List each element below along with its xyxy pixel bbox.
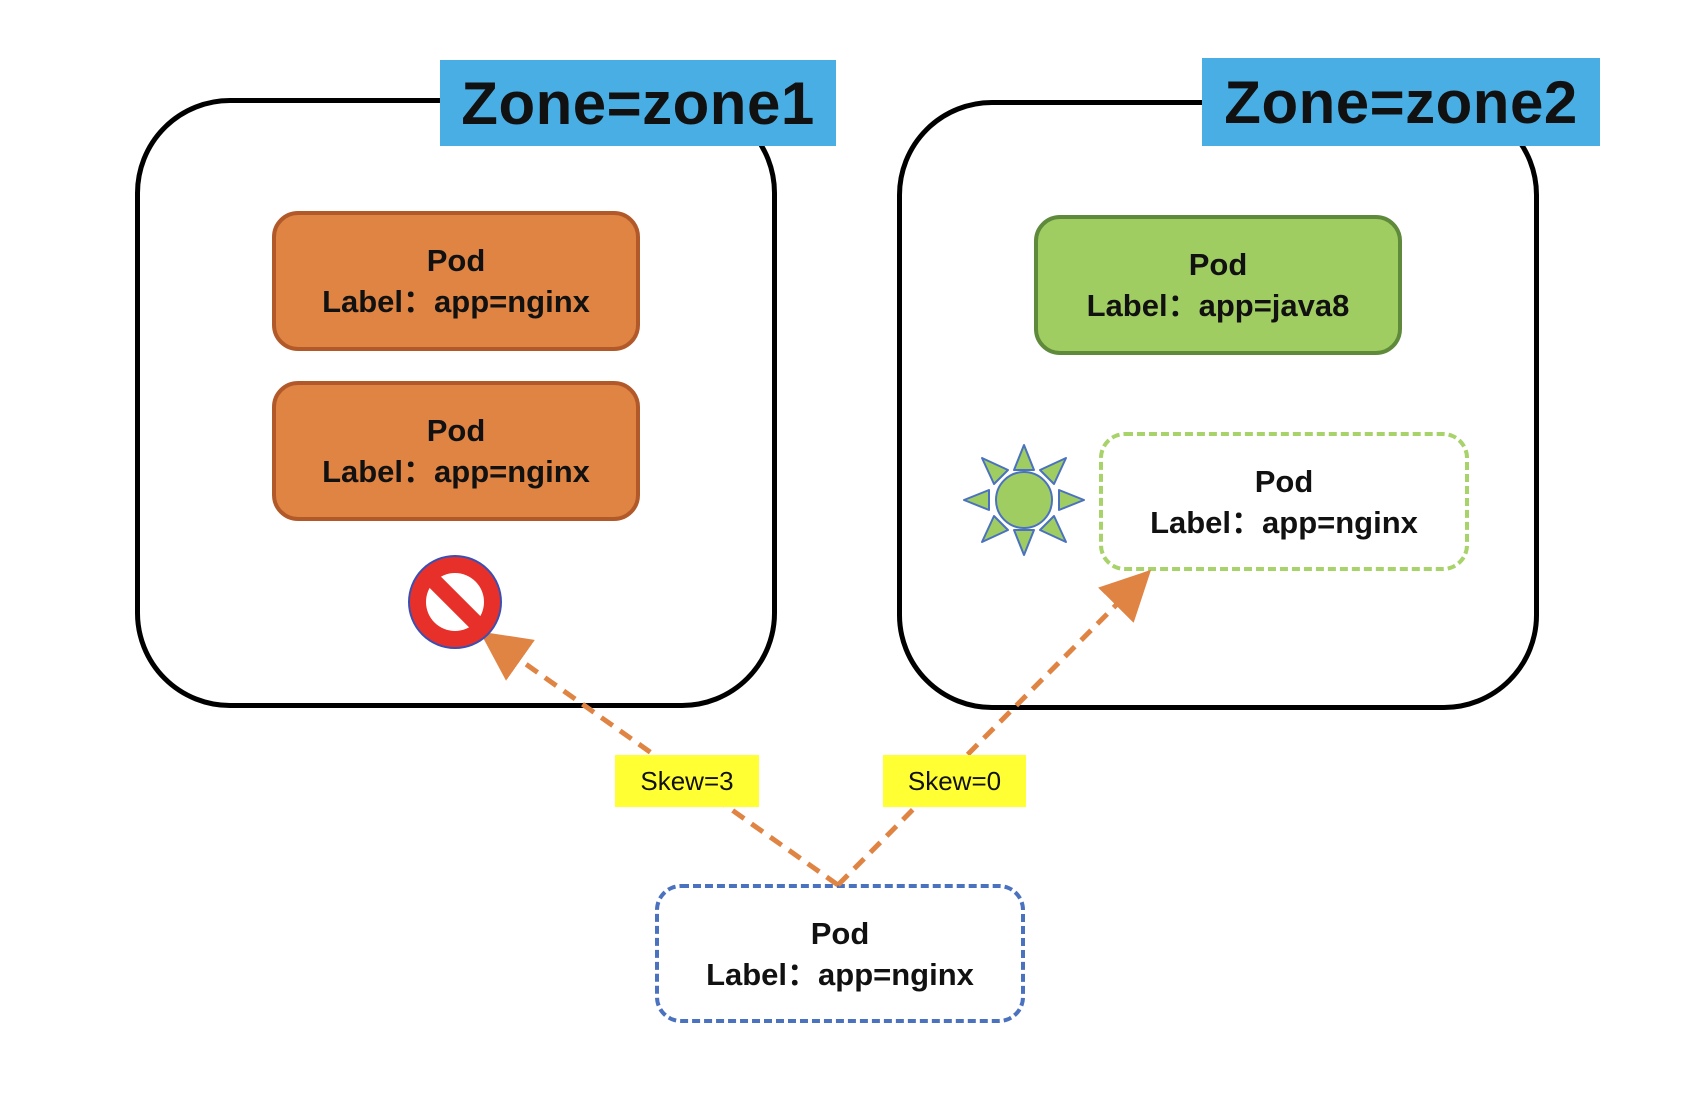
pod-label: Label：app=java8 bbox=[1086, 288, 1350, 323]
zone1-title: Zone=zone1 bbox=[440, 60, 836, 146]
pod-title: Pod bbox=[426, 243, 486, 278]
skew-label-zone1: Skew=3 bbox=[615, 755, 759, 807]
zone1-pod-1: Pod Label：app=nginx bbox=[272, 211, 640, 351]
pod-title: Pod bbox=[1188, 247, 1248, 282]
pod-title: Pod bbox=[426, 413, 486, 448]
zone2-title: Zone=zone2 bbox=[1202, 58, 1600, 146]
pod-label: Label：app=nginx bbox=[322, 284, 590, 319]
incoming-pod: Pod Label：app=nginx bbox=[655, 884, 1025, 1023]
skew-label-zone2: Skew=0 bbox=[883, 755, 1026, 807]
zone1-pod-2: Pod Label：app=nginx bbox=[272, 381, 640, 521]
pod-label: Label：app=nginx bbox=[322, 454, 590, 489]
zone2-pod-java8: Pod Label：app=java8 bbox=[1034, 215, 1402, 355]
zone2-pod-candidate: Pod Label：app=nginx bbox=[1099, 432, 1469, 571]
pod-label: Label：app=nginx bbox=[1150, 504, 1418, 540]
zone2-container bbox=[897, 100, 1539, 710]
pod-label: Label：app=nginx bbox=[706, 956, 974, 992]
pod-title: Pod bbox=[1254, 463, 1314, 499]
pod-title: Pod bbox=[810, 915, 870, 951]
